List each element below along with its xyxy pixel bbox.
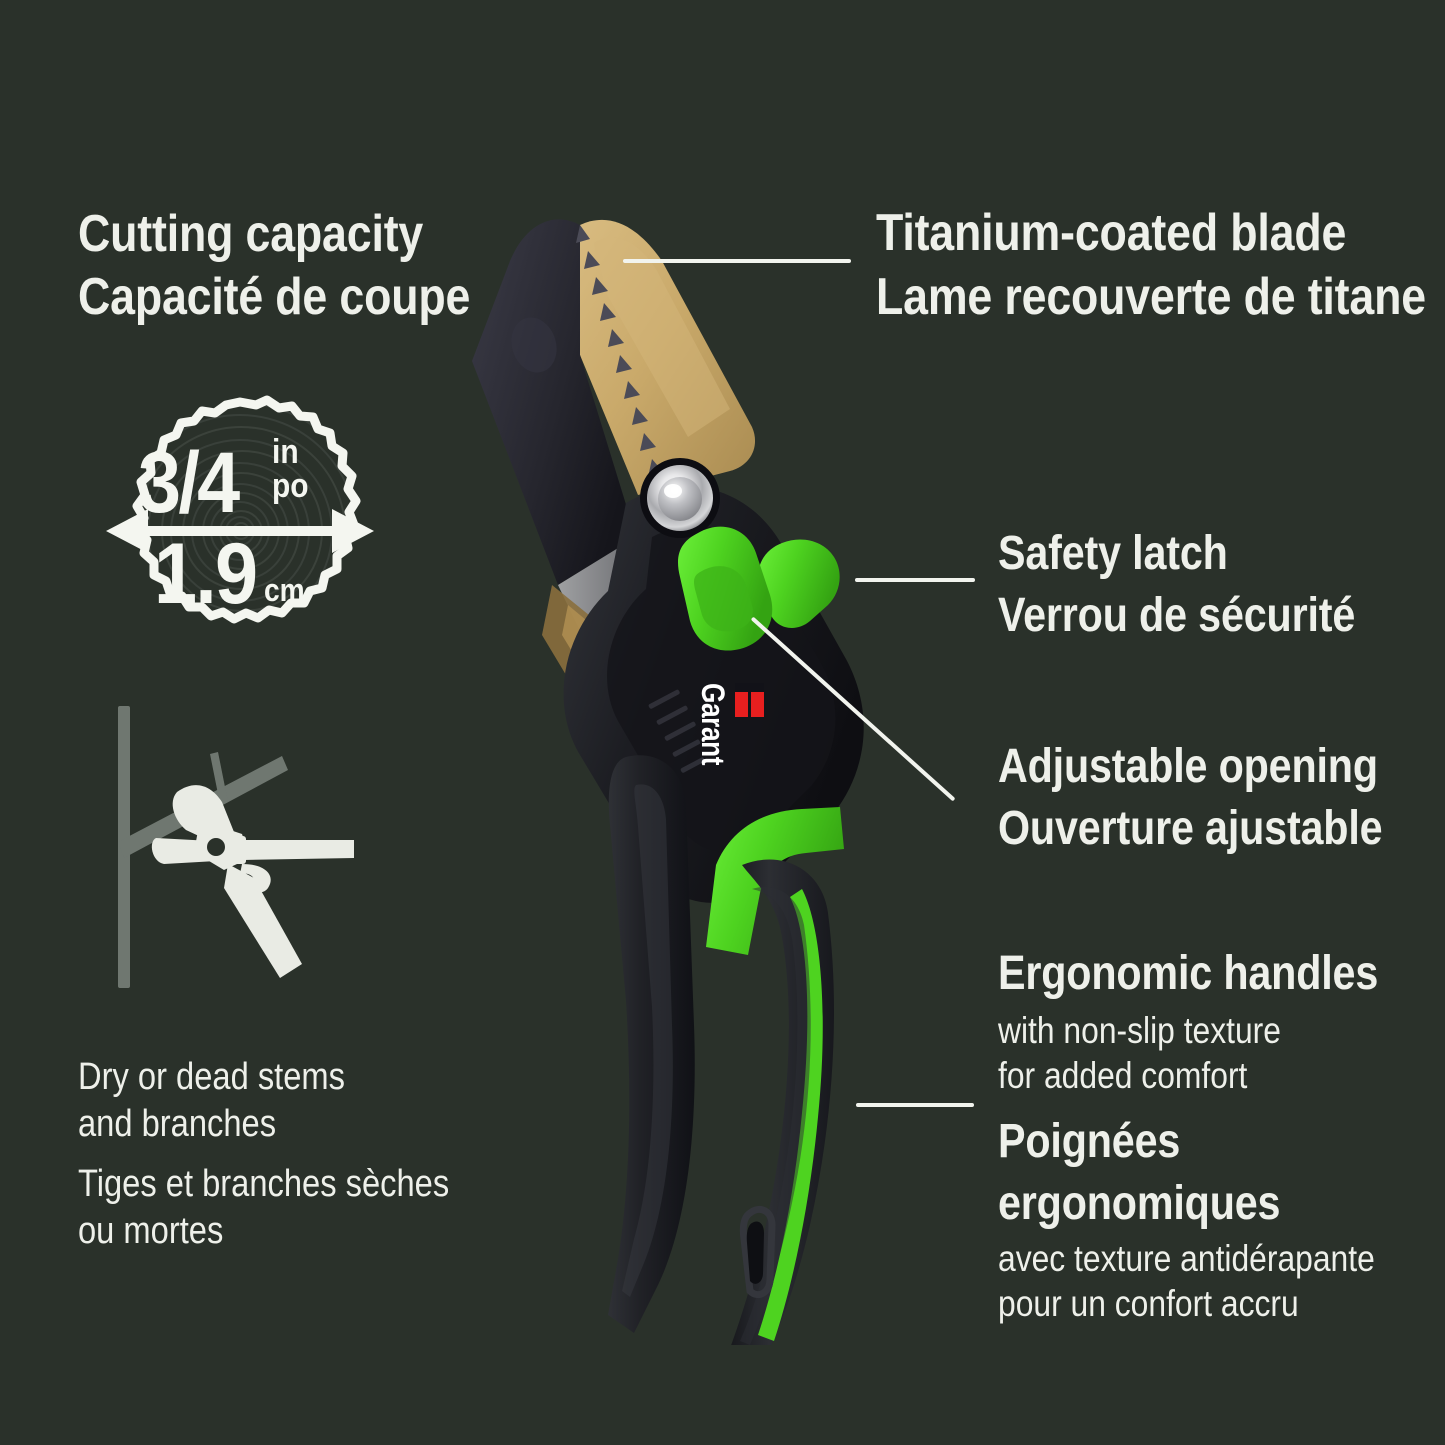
feature-latch-title-en: Safety latch: [998, 527, 1228, 580]
feature-handles-sub-fr-1: avec texture antidérapante: [998, 1238, 1375, 1279]
blade-highlight: [594, 237, 730, 437]
left-handle-highlight: [622, 784, 673, 1297]
left-handle: [608, 755, 695, 1333]
feature-blade-title-fr: Lame recouverte de titane: [876, 268, 1426, 326]
capacity-imperial-value: 3/4: [138, 435, 240, 531]
pruner-cutting-branch-icon: [118, 706, 354, 988]
opening-button-shadow: [694, 566, 753, 632]
head-texture: [648, 689, 705, 773]
pivot-specular: [664, 484, 682, 498]
safety-latch-tab: [758, 539, 840, 628]
cutting-capacity-title-fr: Capacité de coupe: [78, 268, 471, 326]
feature-opening-title-fr: Ouverture ajustable: [998, 802, 1383, 855]
right-handle-highlight: [740, 886, 811, 1345]
garant-wordmark: Garant: [694, 683, 729, 766]
lanyard-hole: [739, 1206, 776, 1298]
capacity-metric-unit: cm: [264, 572, 305, 608]
feature-handles-title-fr-2: ergonomiques: [998, 1177, 1281, 1230]
feature-opening-title-en: Adjustable opening: [998, 740, 1378, 793]
feature-handles-title-en: Ergonomic handles: [998, 947, 1379, 1000]
feature-handles-sub-en-1: with non-slip texture: [998, 1010, 1281, 1051]
capacity-imperial-unit-en: in: [272, 433, 299, 471]
leader-line-safety-latch: [855, 578, 975, 582]
usage-icon-wrap: [82, 692, 398, 1010]
feature-latch-title-fr: Verrou de sécurité: [998, 589, 1356, 642]
bark-outline: [132, 395, 361, 624]
anvil-jaw: [472, 219, 636, 585]
capacity-imperial-unit-fr: po: [272, 467, 309, 505]
garant-logo: Garant: [694, 683, 764, 766]
usage-text-en-line1: Dry or dead stems: [78, 1056, 345, 1098]
handle-green-accent: [706, 807, 844, 955]
pruner-shape: [151, 785, 354, 978]
capacity-metric-value: 1.9: [154, 526, 258, 622]
pruner-product-image: Garant: [430, 165, 990, 1373]
cutting-capacity-title-en: Cutting capacity: [78, 205, 424, 263]
lanyard-hole-inner: [746, 1221, 764, 1284]
usage-text-en-line2: and branches: [78, 1103, 277, 1145]
feature-blade-title-en: Titanium-coated blade: [876, 204, 1347, 262]
tree-ring-icon: [106, 395, 374, 624]
feature-handles-title-fr-1: Poignées: [998, 1115, 1181, 1168]
jaw-emboss: [511, 317, 557, 373]
width-arrow-icon: [106, 509, 374, 553]
feature-handles-sub-en-2: for added comfort: [998, 1055, 1248, 1096]
usage-text-fr-line2: ou mortes: [78, 1210, 224, 1252]
feature-handles-sub-fr-2: pour un confort accru: [998, 1283, 1299, 1324]
right-handle-green-stripe: [758, 889, 823, 1341]
leader-line-blade: [623, 259, 851, 263]
leader-line-ergonomic-handles: [856, 1103, 974, 1107]
pivot-bolt-inner: [658, 477, 702, 521]
garant-mark-block: [735, 683, 764, 692]
cutting-capacity-badge: 3/4 in po 1.9 cm: [96, 392, 384, 670]
usage-text-fr-line1: Tiges et branches sèches: [78, 1163, 450, 1205]
